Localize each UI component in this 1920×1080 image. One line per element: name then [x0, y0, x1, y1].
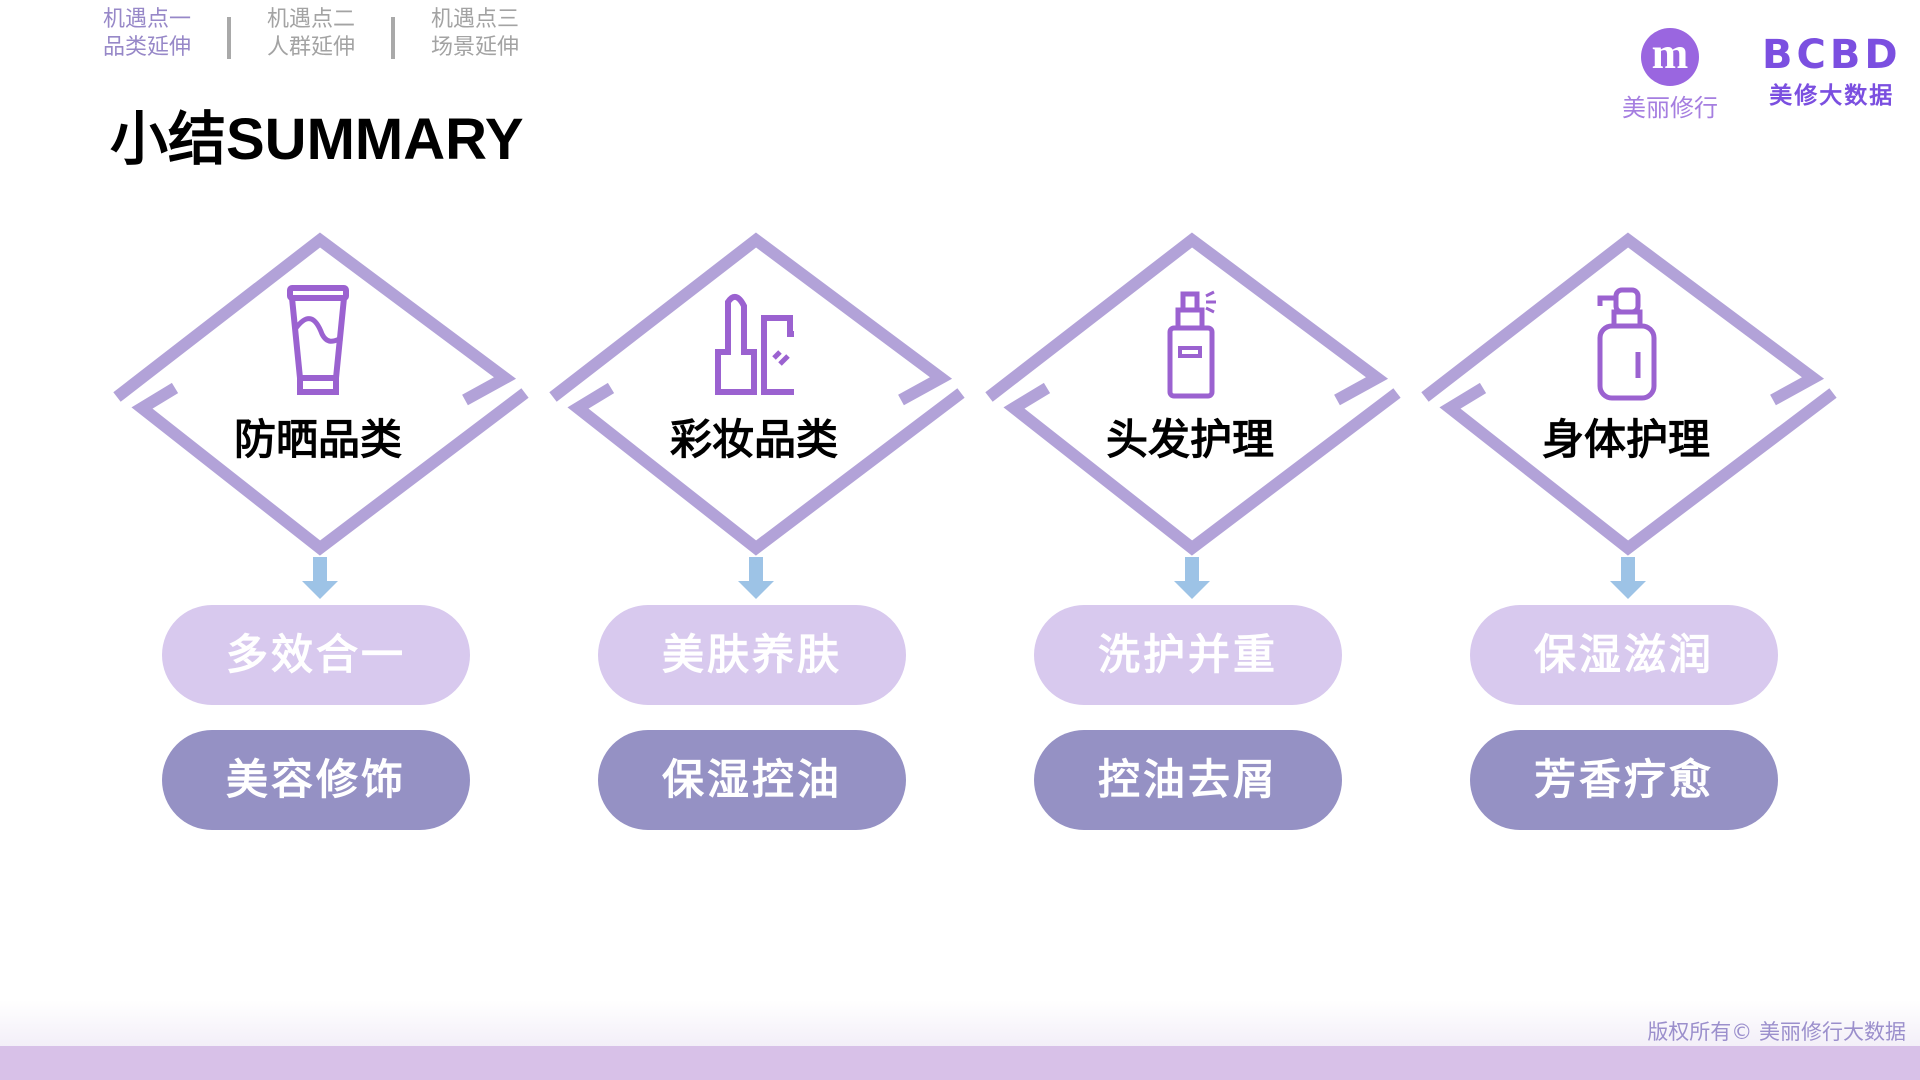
feature-tag: 控油去屑 — [1034, 730, 1342, 830]
bcbd-logo: BCBD 美修大数据 — [1762, 34, 1902, 110]
feature-tag: 保湿滋润 — [1470, 605, 1778, 705]
spray-bottle-icon — [1167, 290, 1216, 399]
meili-logo-mark: m — [1641, 28, 1699, 86]
feature-tag: 美肤养肤 — [598, 605, 906, 705]
nav-line1: 机遇点一 — [103, 7, 192, 32]
arrow-down-icon — [1610, 557, 1646, 599]
nav-item-opportunity-1[interactable]: 机遇点一 品类延伸 — [103, 6, 191, 62]
nav-line1: 机遇点三 — [431, 7, 520, 32]
nav-item-opportunity-3[interactable]: 机遇点三 场景延伸 — [431, 6, 519, 62]
feature-tag: 美容修饰 — [162, 730, 470, 830]
pump-bottle-icon — [1597, 287, 1657, 401]
diamond-frame — [113, 232, 529, 556]
diamond-frame — [549, 232, 965, 556]
nav-item-opportunity-2[interactable]: 机遇点二 人群延伸 — [267, 6, 355, 62]
category-name: 彩妆品类 — [669, 415, 838, 464]
category-card: 防晒品类 多效合一 美容修饰 — [100, 230, 536, 850]
bcbd-logo-text: 美修大数据 — [1769, 83, 1895, 109]
diamond-frame — [985, 232, 1401, 556]
category-name: 头发护理 — [1105, 415, 1274, 464]
nav-divider — [227, 17, 232, 59]
lipstick-icon — [715, 293, 794, 395]
nav-line2: 人群延伸 — [267, 35, 356, 60]
nav-line2: 场景延伸 — [431, 35, 520, 60]
category-card: 彩妆品类 美肤养肤 保湿控油 — [536, 230, 972, 850]
copyright-text: 版权所有© 美丽修行大数据 — [1647, 1020, 1906, 1044]
meili-logo-text: 美丽修行 — [1622, 94, 1718, 122]
category-name: 防晒品类 — [233, 415, 402, 464]
arrow-down-icon — [302, 557, 338, 599]
arrow-down-icon — [738, 557, 774, 599]
category-card: 头发护理 洗护并重 控油去屑 — [972, 230, 1408, 850]
nav-divider — [391, 17, 396, 59]
diamond-frame — [1421, 232, 1837, 556]
category-card: 身体护理 保湿滋润 芳香疗愈 — [1408, 230, 1844, 850]
feature-tag: 芳香疗愈 — [1470, 730, 1778, 830]
meili-logo: m 美丽修行 — [1622, 28, 1718, 123]
footer-fade — [0, 1000, 1920, 1046]
bcbd-logo-mark: BCBD — [1762, 32, 1902, 78]
nav-line1: 机遇点二 — [267, 7, 356, 32]
page-title: 小结SUMMARY — [110, 107, 524, 172]
feature-tag: 保湿控油 — [598, 730, 906, 830]
sunscreen-tube-icon — [287, 285, 349, 395]
footer-bar — [0, 1046, 1920, 1080]
feature-tag: 多效合一 — [162, 605, 470, 705]
arrow-down-icon — [1174, 557, 1210, 599]
category-name: 身体护理 — [1541, 415, 1710, 464]
feature-tag: 洗护并重 — [1034, 605, 1342, 705]
section-nav: 机遇点一 品类延伸 机遇点二 人群延伸 机遇点三 场景延伸 — [103, 6, 519, 62]
nav-line2: 品类延伸 — [103, 35, 192, 60]
